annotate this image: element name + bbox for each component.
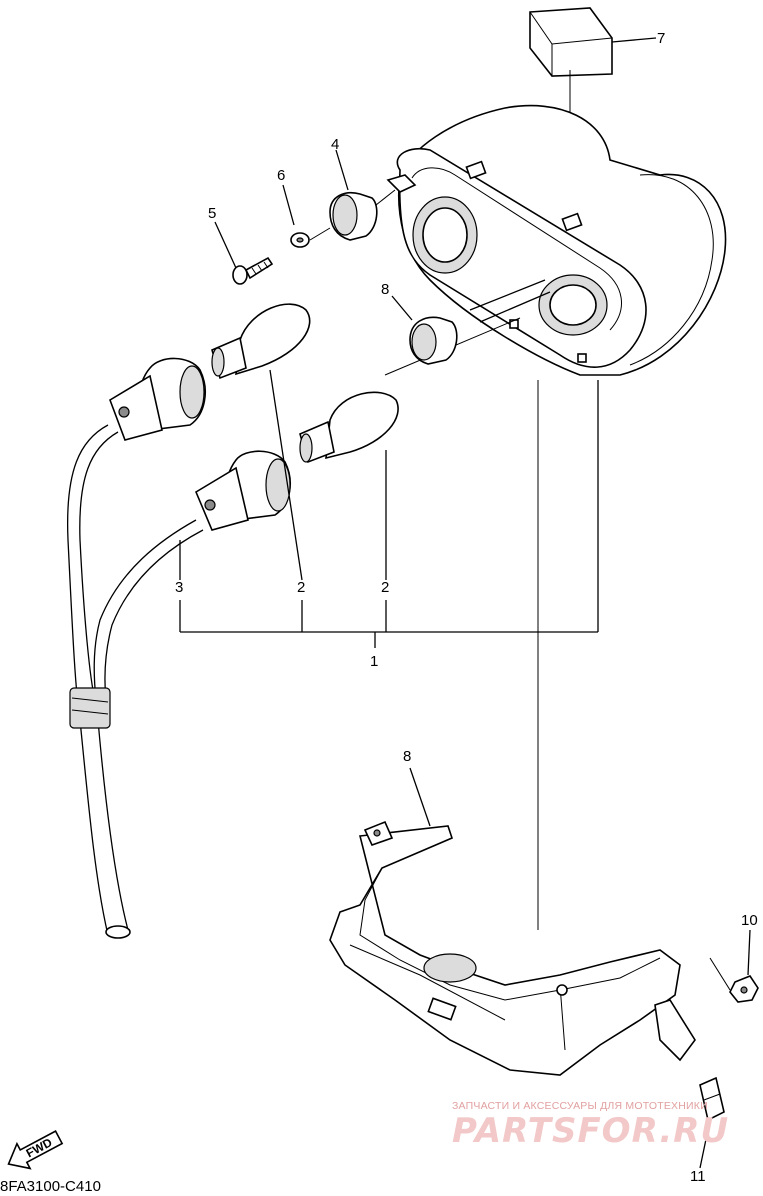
part-11-clip: [699, 1076, 725, 1169]
part-5-screw: [214, 221, 274, 285]
callout-1: 1: [370, 653, 379, 670]
part-6-washer: [282, 184, 310, 248]
part-2-bulb-lower: [299, 391, 399, 464]
headlight-housing: [384, 104, 727, 376]
fwd-arrow-icon: FWD: [7, 1130, 64, 1170]
callout-8: 8: [381, 281, 390, 298]
watermark-tagline: ЗАПЧАСТИ И АКСЕССУАРЫ ДЛЯ МОТОТЕХНИКИ: [452, 1100, 708, 1112]
diagram-code: 8FA3100-C410: [0, 1178, 101, 1195]
callout-3: 3: [175, 579, 184, 596]
part-8-grommet: [391, 295, 458, 365]
callout-4: 4: [331, 136, 340, 153]
callout-11: 11: [690, 1168, 706, 1185]
callout-5: 5: [208, 205, 217, 222]
callout-2-right: 2: [381, 579, 390, 596]
callout-6: 6: [277, 167, 286, 184]
part-3-socket-lower: [194, 450, 291, 531]
watermark: ЗАПЧАСТИ И АКСЕССУАРЫ ДЛЯ МОТОТЕХНИКИ PA…: [452, 1100, 752, 1150]
part-3-socket-upper: [109, 357, 206, 441]
part-9-cover: [329, 380, 696, 1076]
part-4-grommet: [309, 149, 396, 241]
wiring-harness: [66, 424, 204, 939]
callout-leader-1: [179, 369, 599, 648]
callout-2-left: 2: [297, 579, 306, 596]
part-2-bulb-upper: [211, 303, 311, 380]
part-7-pad: [529, 7, 657, 172]
callout-7: 7: [657, 30, 666, 47]
callout-9: 8: [403, 748, 412, 765]
watermark-brand: PARTSFOR.RU: [452, 1111, 730, 1151]
part-10-nut: [709, 929, 759, 1003]
callout-10: 10: [741, 912, 758, 929]
